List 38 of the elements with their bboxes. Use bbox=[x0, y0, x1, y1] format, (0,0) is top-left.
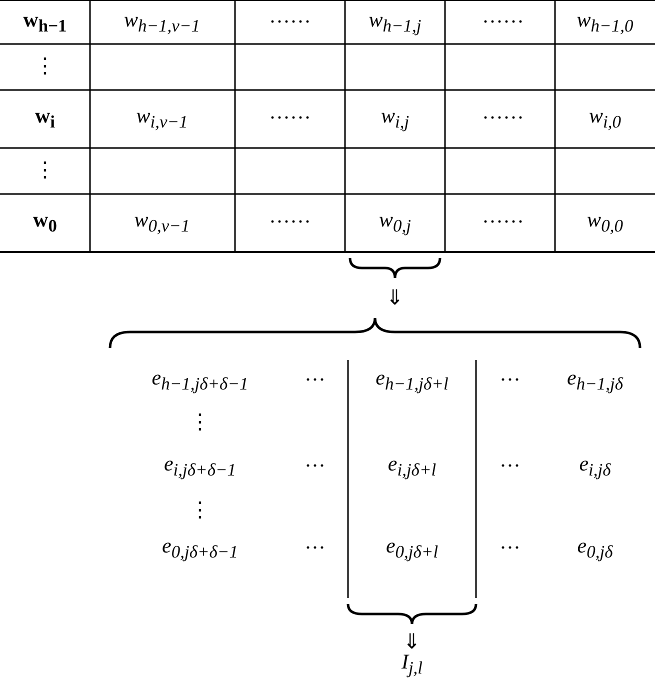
down-double-arrow: ⇓ bbox=[386, 286, 404, 310]
vertical-ellipsis: ⋮ bbox=[34, 158, 56, 182]
ellipsis: ··· bbox=[500, 536, 520, 560]
matrix-entry: e$_{i,jδ+l}$ bbox=[388, 452, 436, 480]
matrix-entry: e$_{h−1,jδ+l}$ bbox=[376, 366, 448, 394]
matrix-entry: e$_{i,jδ}$ bbox=[579, 452, 611, 480]
matrix-entry: e$_{0,jδ+δ−1}$ bbox=[162, 534, 238, 562]
matrix-entry: w$_{h−1,0}$ bbox=[576, 8, 634, 36]
ellipsis: ······ bbox=[482, 210, 524, 234]
matrix-entry: e$_{i,jδ+δ−1}$ bbox=[164, 452, 236, 480]
ellipsis: ··· bbox=[304, 368, 326, 392]
matrix-entry: w$_{0,j}$ bbox=[379, 208, 411, 236]
ellipsis: ······ bbox=[482, 10, 524, 34]
vertical-ellipsis: ⋮ bbox=[190, 498, 210, 522]
ellipsis: ··· bbox=[500, 368, 520, 392]
ellipsis: ······ bbox=[482, 106, 524, 130]
matrix-entry: e$_{0,jδ+l}$ bbox=[386, 534, 438, 562]
ellipsis: ··· bbox=[304, 536, 326, 560]
vertical-ellipsis: ⋮ bbox=[34, 54, 56, 78]
row-label: w$_{h−1}$ bbox=[23, 8, 67, 36]
matrix-entry: w$_{i,j}$ bbox=[380, 104, 410, 132]
ellipsis: ······ bbox=[269, 210, 311, 234]
ellipsis: ··· bbox=[304, 454, 326, 478]
matrix-entry: e$_{h−1,jδ}$ bbox=[567, 366, 623, 394]
matrix-entry: e$_{0,jδ}$ bbox=[577, 534, 613, 562]
ellipsis: ······ bbox=[269, 10, 311, 34]
matrix-entry: w$_{i,v−1}$ bbox=[136, 104, 188, 132]
matrix-entry: w$_{h−1,j}$ bbox=[368, 8, 422, 36]
matrix-entry: w$_{0,0}$ bbox=[587, 208, 623, 236]
matrix-entry: w$_{i,0}$ bbox=[589, 104, 621, 132]
ellipsis: ······ bbox=[269, 106, 311, 130]
matrix-entry: e$_{h−1,jδ+δ−1}$ bbox=[152, 366, 248, 394]
vertical-ellipsis: ⋮ bbox=[190, 410, 210, 434]
matrix-entry: w$_{h−1,v−1}$ bbox=[124, 8, 200, 36]
row-label: w$_{i}$ bbox=[34, 104, 56, 132]
row-label: w$_{0}$ bbox=[33, 208, 57, 236]
matrix-entry: w$_{0,v−1}$ bbox=[134, 208, 190, 236]
ellipsis: ··· bbox=[500, 454, 520, 478]
